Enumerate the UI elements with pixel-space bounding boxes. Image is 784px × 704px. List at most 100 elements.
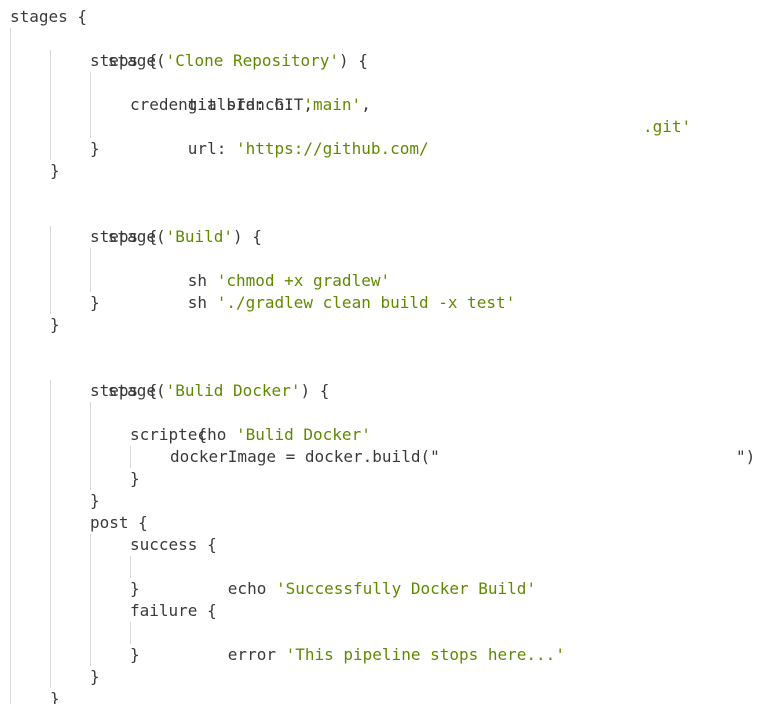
code-text: stage( bbox=[107, 227, 166, 246]
code-editor[interactable]: stages { stage('Clone Repository') { ste… bbox=[0, 6, 784, 704]
indent-guide bbox=[50, 446, 51, 468]
code-line: echo 'Bulid Docker' bbox=[0, 402, 784, 444]
code-text: error bbox=[227, 645, 286, 664]
indent-guide bbox=[10, 666, 11, 688]
code-text: } bbox=[90, 491, 100, 510]
indent-guide bbox=[10, 336, 11, 358]
indent-guide bbox=[50, 578, 51, 600]
indent-guide bbox=[10, 116, 11, 138]
code-string: 'https://github.com/ bbox=[235, 139, 429, 158]
code-string: 'chmod +x gradlew' bbox=[216, 271, 391, 290]
indent-guide bbox=[50, 424, 51, 446]
code-string: 'This pipeline stops here...' bbox=[285, 645, 565, 664]
code-line: } bbox=[0, 314, 784, 336]
code-text: } bbox=[50, 315, 60, 334]
code-text: ) { bbox=[338, 51, 368, 70]
indent-guide bbox=[10, 468, 11, 490]
code-text: } bbox=[90, 139, 100, 158]
code-text: } bbox=[50, 689, 60, 704]
indent-guide bbox=[10, 226, 11, 248]
code-string: 'Bulid Docker' bbox=[165, 381, 301, 400]
indent-guide bbox=[10, 600, 11, 622]
indent-guide bbox=[10, 622, 11, 644]
indent-guide bbox=[50, 556, 51, 578]
code-text: , bbox=[361, 95, 371, 114]
indent-guide bbox=[90, 578, 91, 600]
indent-guide bbox=[90, 556, 91, 578]
indent-guide bbox=[50, 72, 51, 94]
indent-guide bbox=[130, 446, 131, 468]
indent-guide bbox=[10, 534, 11, 556]
code-line: steps { bbox=[0, 380, 784, 402]
code-text: failure { bbox=[130, 601, 217, 620]
code-line: stage('Bulid Docker') { bbox=[0, 358, 784, 400]
indent-guide bbox=[10, 512, 11, 534]
indent-guide bbox=[10, 358, 11, 380]
indent-guide bbox=[130, 556, 131, 578]
indent-guide bbox=[130, 622, 131, 644]
indent-guide bbox=[10, 204, 11, 226]
code-line: steps { bbox=[0, 50, 784, 72]
indent-guide bbox=[50, 116, 51, 138]
code-text: script { bbox=[130, 425, 208, 444]
indent-guide bbox=[50, 666, 51, 688]
code-line: git branch: 'main', bbox=[0, 72, 784, 114]
code-text: } bbox=[130, 469, 140, 488]
indent-guide bbox=[10, 424, 11, 446]
indent-guide bbox=[90, 248, 91, 270]
indent-guide bbox=[50, 226, 51, 248]
indent-guide bbox=[50, 292, 51, 314]
indent-guide bbox=[50, 534, 51, 556]
code-text: stage( bbox=[107, 51, 166, 70]
indent-guide bbox=[10, 402, 11, 424]
code-text: steps { bbox=[90, 381, 158, 400]
code-line: } bbox=[0, 138, 784, 160]
code-string: 'Clone Repository' bbox=[165, 51, 339, 70]
code-line: steps { bbox=[0, 226, 784, 248]
code-line: sh './gradlew clean build -x test' bbox=[0, 270, 784, 312]
code-text: sh bbox=[187, 271, 217, 290]
code-string: 'Successfully Docker Build' bbox=[275, 579, 537, 598]
code-text: steps { bbox=[90, 51, 158, 70]
indent-guide bbox=[50, 248, 51, 270]
indent-guide bbox=[10, 292, 11, 314]
code-text: steps { bbox=[90, 227, 158, 246]
indent-guide bbox=[10, 490, 11, 512]
code-line: stage('Clone Repository') { bbox=[0, 28, 784, 70]
indent-guide bbox=[10, 28, 11, 50]
indent-guide bbox=[50, 270, 51, 292]
code-text: success { bbox=[130, 535, 217, 554]
indent-guide bbox=[50, 600, 51, 622]
indent-guide bbox=[90, 94, 91, 116]
code-text: stages { bbox=[10, 7, 88, 26]
indent-guide bbox=[50, 468, 51, 490]
indent-guide bbox=[50, 50, 51, 72]
indent-guide bbox=[90, 600, 91, 622]
code-text: echo bbox=[187, 425, 236, 444]
code-line: } bbox=[0, 578, 784, 600]
code-text: ) { bbox=[233, 227, 262, 246]
code-line bbox=[0, 336, 784, 358]
indent-guide bbox=[90, 622, 91, 644]
code-string: 'Bulid Docker' bbox=[235, 425, 371, 444]
code-line: credentialsId: GIT, bbox=[0, 94, 784, 116]
code-line: } bbox=[0, 644, 784, 666]
code-text: stage( bbox=[107, 381, 166, 400]
code-line: echo 'Successfully Docker Build' bbox=[0, 556, 784, 598]
indent-guide bbox=[10, 644, 11, 666]
code-line: sh 'chmod +x gradlew' bbox=[0, 248, 784, 290]
code-line: } bbox=[0, 468, 784, 490]
code-string: 'main' bbox=[303, 95, 362, 114]
indent-guide bbox=[50, 512, 51, 534]
code-text: url: bbox=[187, 139, 236, 158]
code-text: dockerImage = docker.build(" bbox=[170, 447, 440, 466]
code-line: } bbox=[0, 292, 784, 314]
code-line: error 'This pipeline stops here...' bbox=[0, 622, 784, 664]
code-text: echo bbox=[227, 579, 276, 598]
indent-guide bbox=[90, 446, 91, 468]
code-line: stages { bbox=[0, 6, 784, 28]
code-line: post { bbox=[0, 512, 784, 534]
code-text: } bbox=[50, 161, 60, 180]
indent-guide bbox=[10, 138, 11, 160]
indent-guide bbox=[90, 270, 91, 292]
